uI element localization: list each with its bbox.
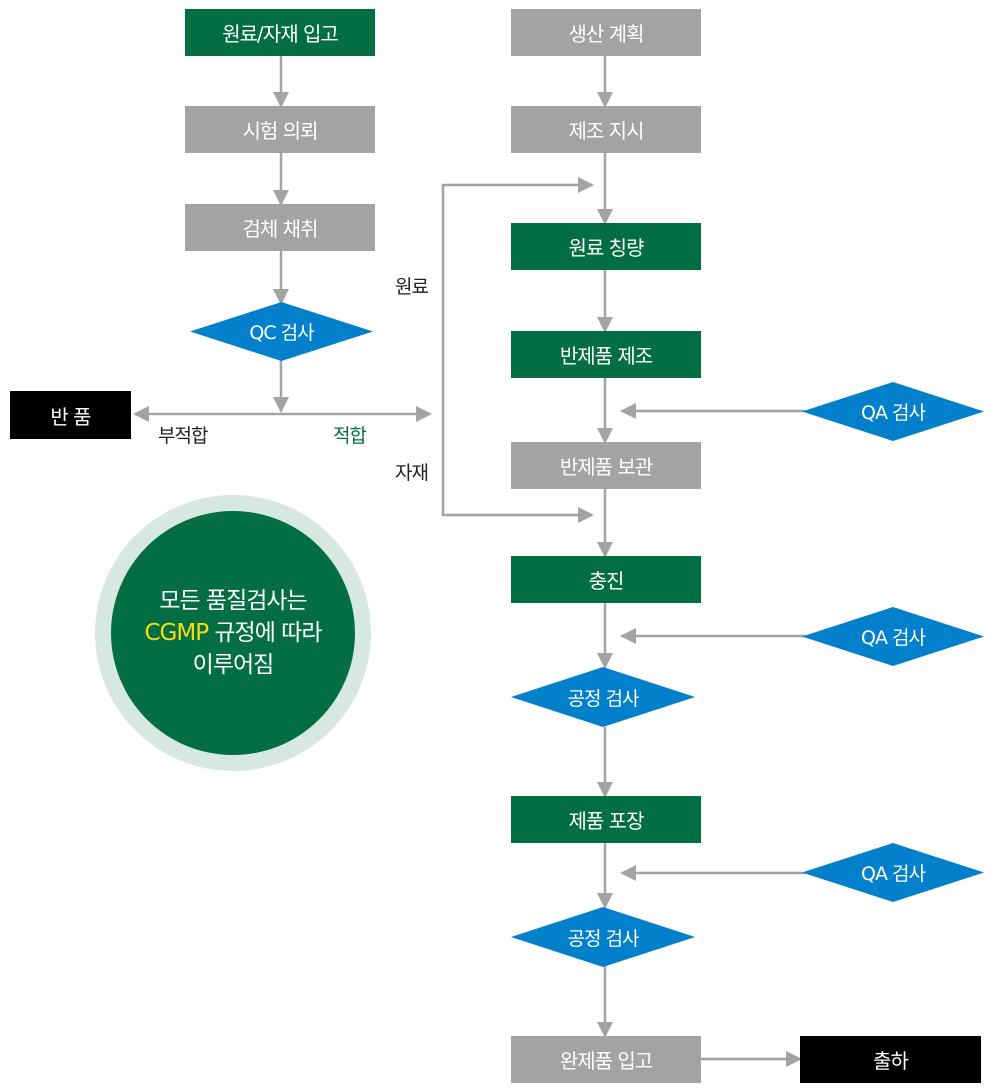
packaging-box: 제품 포장 (511, 796, 701, 843)
note-line-1: 모든 품질검사는 (159, 588, 307, 614)
raw-material-label: 원료 (395, 276, 429, 298)
bulk-storage-box: 반제품 보관 (511, 442, 701, 489)
filling-label: 충진 (588, 569, 625, 593)
reject-label: 부적합 (158, 425, 208, 447)
production-plan-box: 생산 계획 (511, 9, 701, 56)
pass-label: 적합 (333, 425, 367, 447)
process-inspection-diamond-1: 공정 검사 (511, 667, 695, 727)
finished-goods-receipt-box: 완제품 입고 (511, 1036, 701, 1083)
bulk-storage-label: 반제품 보관 (559, 455, 653, 479)
arrow-raw-material-to-weighing (441, 177, 594, 350)
qa-inspection-label-2: QA 검사 (861, 627, 926, 649)
shipment-box: 출하 (800, 1036, 981, 1083)
note-line-2-rest: 규정에 따라 (208, 620, 322, 646)
weighing-box: 원료 칭량 (511, 223, 701, 270)
qa-inspection-label-1: QA 검사 (861, 402, 926, 424)
filling-box: 충진 (511, 556, 701, 603)
return-label: 반 품 (50, 404, 91, 429)
process-inspection-label-2: 공정 검사 (567, 927, 640, 950)
process-inspection-diamond-2: 공정 검사 (511, 907, 695, 967)
note-line-3: 이루어짐 (192, 652, 275, 678)
receipt-label: 원료/자재 입고 (222, 22, 338, 46)
qc-inspection-label: QC 검사 (249, 322, 314, 344)
qa-inspection-diamond-2: QA 검사 (802, 607, 984, 666)
cgmp-note-circle: 모든 품질검사는 CGMP 규정에 따라 이루어짐 (111, 511, 355, 755)
note-line-2: CGMP 규정에 따라 (144, 617, 322, 649)
qa-inspection-diamond-3: QA 검사 (802, 843, 984, 902)
manufacturing-order-label: 제조 지시 (568, 119, 645, 143)
receipt-box: 원료/자재 입고 (185, 9, 375, 56)
weighing-label: 원료 칭량 (568, 236, 645, 260)
qa-inspection-diamond-1: QA 검사 (802, 382, 984, 441)
qa-inspection-label-3: QA 검사 (861, 863, 926, 885)
sampling-label: 검체 채취 (242, 217, 319, 241)
finished-goods-receipt-label: 완제품 입고 (559, 1049, 653, 1073)
qc-inspection-diamond: QC 검사 (190, 302, 373, 361)
shipment-label: 출하 (873, 1049, 909, 1073)
bulk-manufacturing-box: 반제품 제조 (511, 331, 701, 378)
manufacturing-order-box: 제조 지시 (511, 106, 701, 153)
test-request-label: 시험 의뢰 (242, 119, 319, 143)
sampling-box: 검체 채취 (185, 204, 375, 251)
test-request-box: 시험 의뢰 (185, 106, 375, 153)
process-inspection-label-1: 공정 검사 (567, 687, 640, 710)
packaging-material-label: 자재 (395, 462, 429, 484)
cgmp-highlight: CGMP (144, 620, 209, 646)
return-box: 반 품 (10, 391, 131, 439)
arrow-material-to-filling (441, 350, 594, 523)
packaging-label: 제품 포장 (568, 809, 645, 833)
production-plan-label: 생산 계획 (568, 22, 645, 46)
bulk-manufacturing-label: 반제품 제조 (559, 344, 653, 368)
